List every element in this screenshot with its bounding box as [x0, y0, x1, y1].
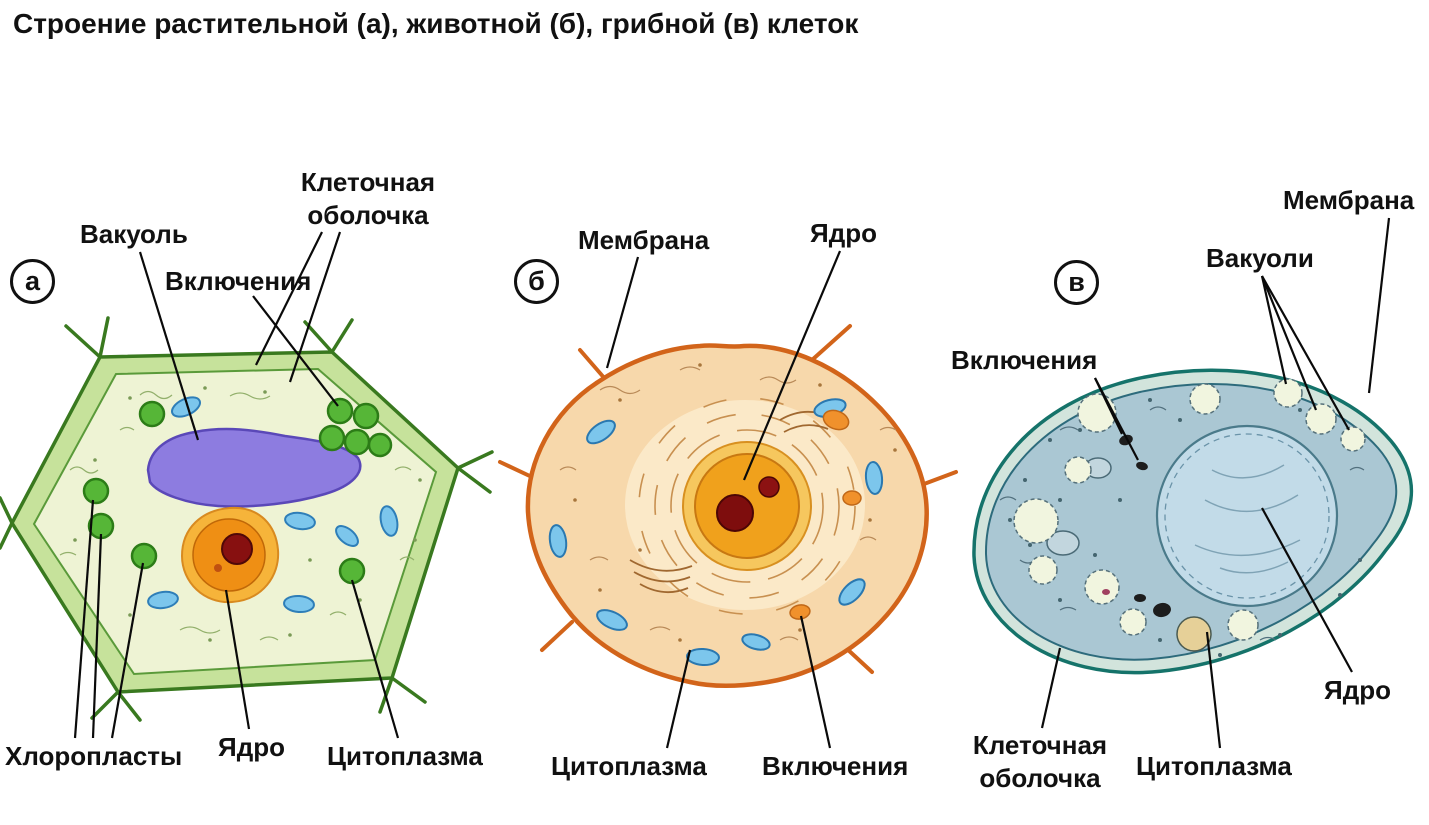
plant-nucleus-dot	[214, 564, 222, 572]
plant-nucleolus	[221, 533, 253, 565]
plant-dots	[73, 386, 422, 642]
fungal-nucleus-inner-ring	[1164, 433, 1330, 599]
label-plant-vacuole: Вакуоль	[80, 219, 188, 249]
plant-nucleus-group	[180, 506, 280, 604]
label-fungal-nucleus: Ядро	[1324, 675, 1391, 705]
plant-texture	[59, 390, 415, 641]
label-fungal-vacuoles: Вакуоли	[1206, 243, 1314, 273]
fungal-nucleus	[1155, 424, 1339, 608]
label-plant-chloroplasts: Хлоропласты	[5, 741, 183, 771]
animal-label-lines	[605, 250, 842, 749]
plant-chloroplasts	[82, 397, 393, 585]
fungal-nucleus-texture	[1194, 464, 1301, 574]
label-animal-nucleus: Ядро	[810, 218, 877, 248]
label-plant-cytoplasm: Цитоплазма	[327, 741, 483, 771]
fungal-nucleus-group	[1155, 424, 1339, 608]
plant-blue-inclusions	[147, 396, 399, 614]
fungal-cell-group	[972, 368, 1414, 675]
fungal-label-lines	[1040, 217, 1391, 749]
label-fungal-cytoplasm: Цитоплазма	[1136, 751, 1292, 781]
label-animal-membrane: Мембрана	[578, 225, 710, 255]
animal-nucleolus	[716, 494, 754, 532]
animal-cell-badge-letter: б	[528, 266, 545, 296]
fungal-organelles	[1046, 457, 1112, 556]
label-plant-nucleus: Ядро	[218, 732, 285, 762]
animal-cell-badge: б	[514, 259, 559, 304]
label-plant-inclusions: Включения	[165, 266, 312, 296]
animal-er-rings	[638, 397, 856, 615]
animal-nucleolus-small	[758, 476, 780, 498]
plant-cell-badge-letter: а	[24, 266, 41, 296]
animal-mitochondria	[548, 398, 884, 667]
animal-nucleus-group	[682, 441, 812, 571]
animal-orange-inclusions	[789, 409, 862, 620]
plant-label-lines	[73, 231, 400, 739]
fungal-cell-badge: в	[1054, 260, 1099, 305]
diagram-title: Строение растительной (а), животной (б),…	[13, 8, 859, 39]
label-fungal-inclusions: Включения	[951, 345, 1098, 375]
animal-membrane-spikes	[498, 324, 958, 674]
label-fungal-membrane: Мембрана	[1283, 185, 1415, 215]
animal-dots	[573, 363, 897, 642]
animal-cell-group	[498, 324, 958, 689]
label-plant-cell-wall: Клеточная оболочка	[300, 167, 436, 230]
plant-cell-spikes	[0, 316, 494, 722]
fungal-storage-granule	[1176, 616, 1212, 652]
label-animal-inclusions: Включения	[762, 751, 909, 781]
animal-texture	[559, 366, 897, 641]
fungal-cell-badge-letter: в	[1068, 267, 1085, 297]
label-fungal-cell-wall: Клеточная оболочка	[972, 730, 1108, 793]
plant-cell-group	[0, 316, 494, 722]
label-animal-cytoplasm: Цитоплазма	[551, 751, 707, 781]
plant-cell-badge: а	[10, 259, 55, 304]
